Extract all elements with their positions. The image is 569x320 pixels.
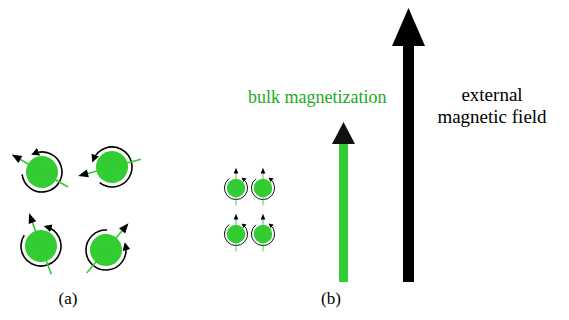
spin-particle bbox=[10, 206, 70, 281]
spin-particle bbox=[73, 140, 146, 195]
magnetization-arrow bbox=[339, 140, 348, 282]
spin-particle bbox=[2, 137, 78, 204]
panel-label: (a) bbox=[59, 288, 78, 310]
spin-particle bbox=[224, 214, 247, 252]
magnetization-label: bulk magnetization bbox=[248, 86, 386, 108]
spin-particle bbox=[251, 168, 274, 206]
panel-label: (b) bbox=[321, 288, 341, 310]
field-arrow bbox=[403, 42, 414, 282]
magnetization-arrowhead bbox=[332, 122, 355, 144]
spin-particle bbox=[71, 210, 143, 286]
spin-particle bbox=[224, 168, 247, 206]
spin-particle bbox=[251, 214, 274, 252]
field-arrowhead bbox=[392, 8, 425, 46]
field-label: external magnetic field bbox=[431, 84, 553, 128]
